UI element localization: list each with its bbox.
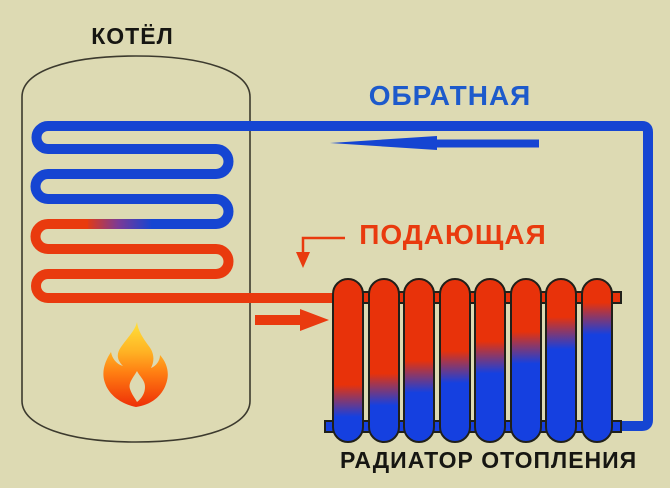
flame-icon: [103, 322, 168, 407]
supply-line-label: ПОДАЮЩАЯ: [359, 219, 547, 250]
return-flow-arrow: [330, 136, 539, 150]
radiator-section: [332, 278, 364, 443]
radiator: [324, 278, 622, 443]
supply-callout-arrow: [296, 236, 345, 268]
supply-flow-arrow: [255, 309, 329, 331]
radiator-section: [509, 278, 542, 443]
radiator-section: [403, 278, 436, 443]
radiator-section: [581, 278, 613, 443]
boiler-label: КОТЁЛ: [91, 23, 174, 49]
radiator-section: [474, 278, 507, 443]
return-pipe-and-coil-blue: [30, 121, 653, 431]
radiator-section: [438, 278, 471, 443]
radiator-section: [545, 278, 578, 443]
return-line-label: ОБРАТНАЯ: [368, 80, 532, 111]
radiator-label: РАДИАТОР ОТОПЛЕНИЯ: [340, 447, 638, 473]
supply-pipe-and-coil-red: [30, 219, 336, 303]
boiler-outline: [21, 55, 251, 443]
radiator-section: [367, 278, 400, 443]
